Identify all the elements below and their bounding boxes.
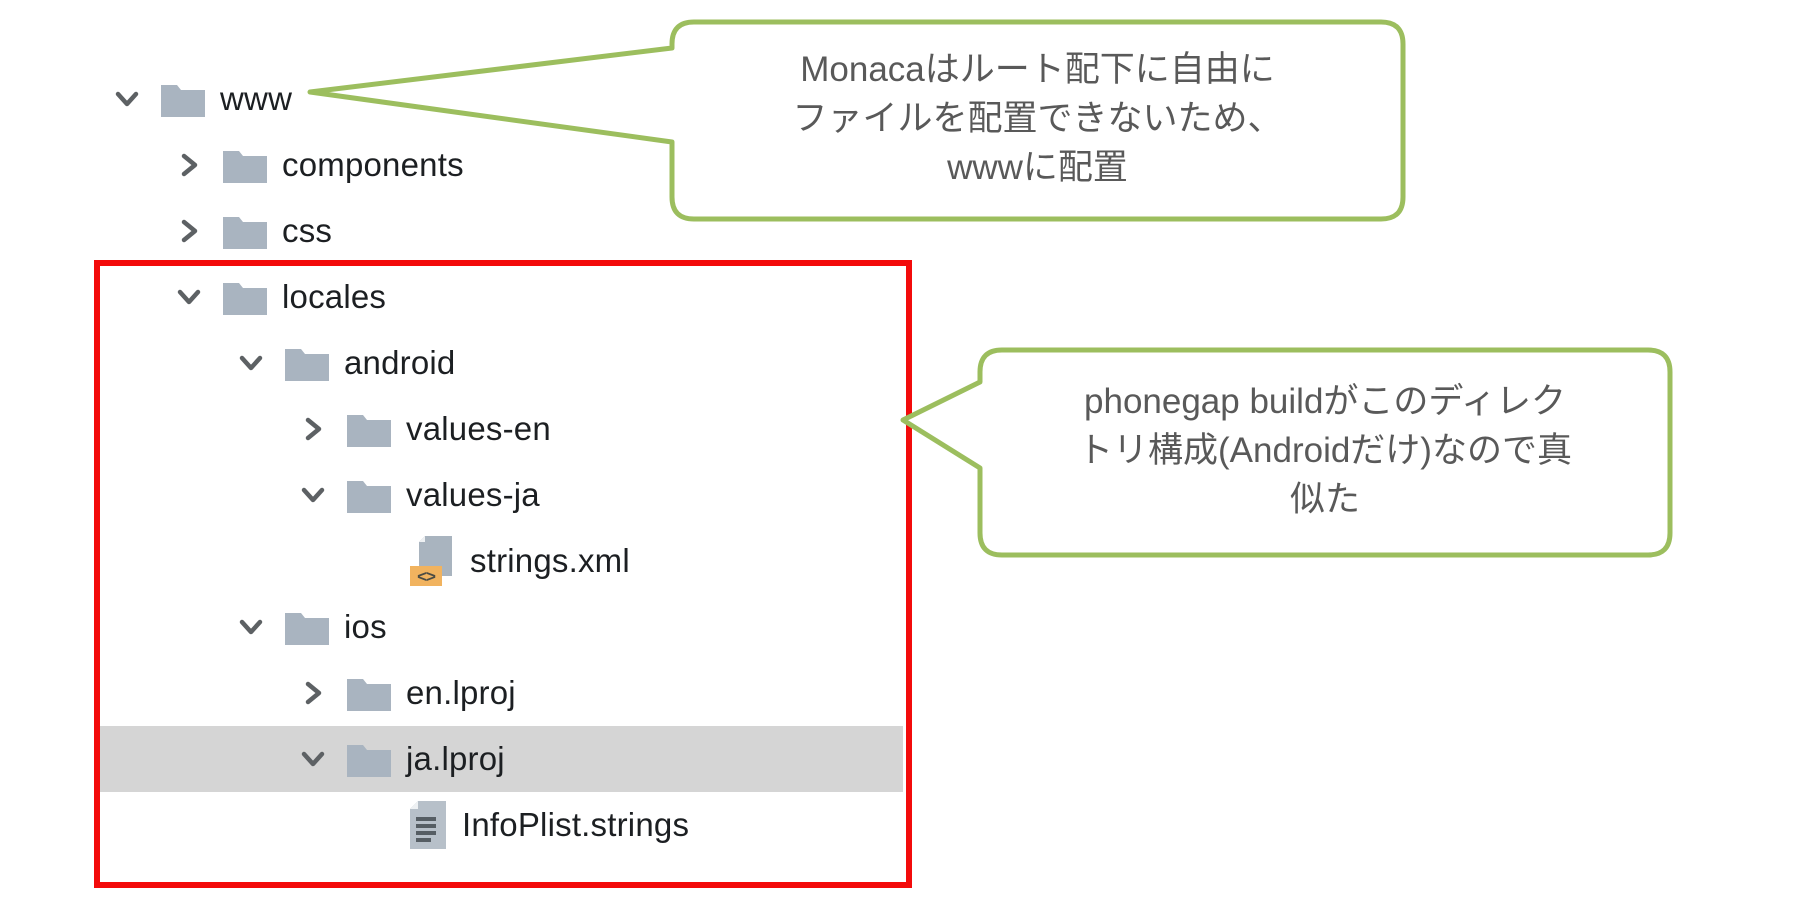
text-file-icon xyxy=(408,800,448,850)
tree-item-infoplist-strings[interactable]: InfoPlist.strings xyxy=(0,792,1810,858)
folder-icon xyxy=(284,608,330,646)
chevron-right-icon[interactable] xyxy=(174,151,204,179)
folder-icon xyxy=(222,212,268,250)
tree-item-values-en[interactable]: values-en xyxy=(0,396,1810,462)
folder-icon xyxy=(346,410,392,448)
tree-item-label: en.lproj xyxy=(406,674,516,711)
tree-item-locales[interactable]: locales xyxy=(0,264,1810,330)
folder-icon xyxy=(222,278,268,316)
folder-icon xyxy=(284,344,330,382)
callout-line: Monacaはルート配下に自由に xyxy=(800,50,1275,89)
chevron-down-icon[interactable] xyxy=(174,283,204,311)
tree-item-ios[interactable]: ios xyxy=(0,594,1810,660)
tree-item-label: android xyxy=(344,344,456,381)
tree-item-ja-lproj[interactable]: ja.lproj xyxy=(0,726,1810,792)
tree-item-label: www xyxy=(220,80,293,117)
folder-icon xyxy=(222,146,268,184)
tree-item-label: InfoPlist.strings xyxy=(462,806,690,843)
callout-line: wwwに配置 xyxy=(947,148,1128,187)
folder-icon xyxy=(346,740,392,778)
chevron-right-icon[interactable] xyxy=(174,217,204,245)
tree-item-android[interactable]: android xyxy=(0,330,1810,396)
chevron-down-icon[interactable] xyxy=(298,481,328,509)
callout-line: トリ構成(Androidだけ)なので真 xyxy=(1078,431,1572,470)
tree-item-label: locales xyxy=(282,278,387,315)
folder-icon xyxy=(160,80,206,118)
tree-item-label: components xyxy=(282,146,464,183)
tree-item-label: ja.lproj xyxy=(406,740,505,777)
tree-item-label: css xyxy=(282,212,333,249)
red-highlight-box xyxy=(94,260,912,888)
tree-item-label: values-ja xyxy=(406,476,540,513)
xml-file-icon: <> xyxy=(408,534,456,588)
chevron-right-icon[interactable] xyxy=(298,415,328,443)
tree-item-values-ja[interactable]: values-ja xyxy=(0,462,1810,528)
callout-text-www: Monacaはルート配下に自由に ファイルを配置できないため、 wwwに配置 xyxy=(672,45,1403,192)
tree-item-label: values-en xyxy=(406,410,551,447)
chevron-down-icon[interactable] xyxy=(112,85,142,113)
chevron-down-icon[interactable] xyxy=(236,613,266,641)
callout-line: phonegap buildがこのディレク xyxy=(1084,382,1566,421)
tree-item-en-lproj[interactable]: en.lproj xyxy=(0,660,1810,726)
tree-item-www[interactable]: www xyxy=(0,66,1810,132)
folder-icon xyxy=(346,674,392,712)
tree-item-label: strings.xml xyxy=(470,542,630,579)
callout-text-locales: phonegap buildがこのディレク トリ構成(Androidだけ)なので… xyxy=(980,377,1670,524)
tree-item-strings-xml[interactable]: <> strings.xml xyxy=(0,528,1810,594)
chevron-down-icon[interactable] xyxy=(298,745,328,773)
chevron-down-icon[interactable] xyxy=(236,349,266,377)
folder-icon xyxy=(346,476,392,514)
tree-item-css[interactable]: css xyxy=(0,198,1810,264)
callout-line: 似た xyxy=(1289,480,1360,519)
tree-item-label: ios xyxy=(344,608,387,645)
chevron-right-icon[interactable] xyxy=(298,679,328,707)
callout-line: ファイルを配置できないため、 xyxy=(792,99,1283,138)
svg-text:<>: <> xyxy=(417,567,436,586)
